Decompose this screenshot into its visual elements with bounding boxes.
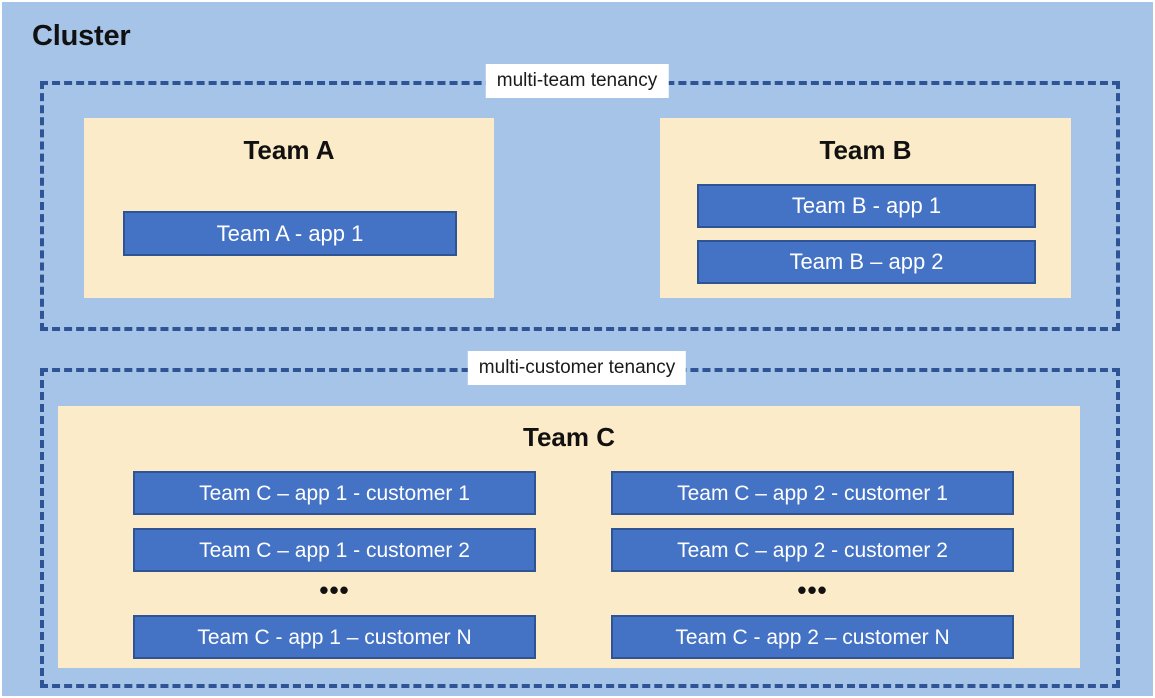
team-panel-team-a: Team A Team A - app 1 (84, 118, 494, 298)
multi-team-tenancy-label: multi-team tenancy (485, 64, 669, 98)
app-box-team-b-app-1[interactable]: Team B - app 1 (697, 184, 1036, 228)
ellipsis-team-c-app-1: ••• (319, 575, 350, 605)
cluster-title: Cluster (32, 20, 131, 52)
app-box-team-c-app-1-customer-n[interactable]: Team C - app 1 – customer N (133, 615, 536, 659)
team-b-heading: Team B (819, 135, 912, 165)
ellipsis-team-c-app-2: ••• (797, 575, 828, 605)
team-panel-team-c: Team C Team C – app 1 - customer 1 Team … (58, 406, 1080, 668)
team-c-heading: Team C (523, 422, 615, 452)
app-box-team-c-app-2-customer-n[interactable]: Team C - app 2 – customer N (611, 615, 1014, 659)
team-a-heading: Team A (243, 135, 335, 165)
app-box-team-b-app-2[interactable]: Team B – app 2 (697, 240, 1036, 284)
app-box-team-c-app-1-customer-2[interactable]: Team C – app 1 - customer 2 (133, 528, 536, 572)
app-box-team-c-app-2-customer-2[interactable]: Team C – app 2 - customer 2 (611, 528, 1014, 572)
app-box-team-c-app-2-customer-1[interactable]: Team C – app 2 - customer 1 (611, 471, 1014, 515)
team-panel-team-b: Team B Team B - app 1 Team B – app 2 (660, 118, 1071, 298)
multi-customer-tenancy-label: multi-customer tenancy (467, 351, 687, 385)
app-box-team-c-app-1-customer-1[interactable]: Team C – app 1 - customer 1 (133, 471, 536, 515)
app-box-team-a-app-1[interactable]: Team A - app 1 (123, 211, 457, 256)
